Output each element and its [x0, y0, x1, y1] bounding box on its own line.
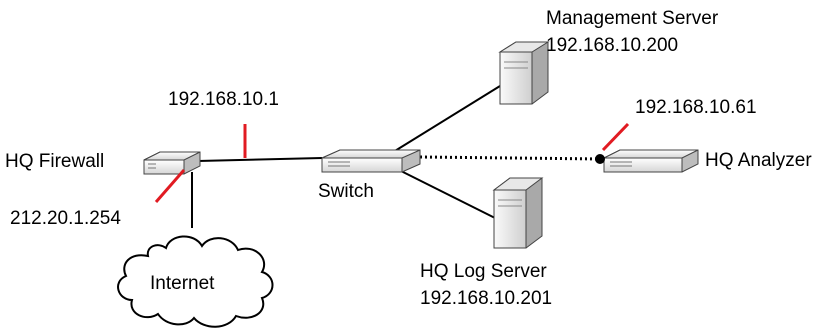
firewall-icon: [143, 151, 201, 175]
hq-log-server-label: HQ Log Server: [420, 261, 547, 282]
firewall-internal-ip: 192.168.10.1: [168, 89, 279, 110]
link-switch-log-server: [394, 167, 496, 219]
switch-icon: [321, 149, 421, 173]
analyzer-ip: 192.168.10.61: [635, 97, 757, 118]
switch-label: Switch: [318, 181, 374, 202]
ip-marker-analyzer: [601, 122, 630, 152]
firewall-external-ip: 212.20.1.254: [10, 208, 121, 229]
internet-label: Internet: [150, 273, 215, 294]
hq-firewall-label: HQ Firewall: [5, 151, 105, 172]
links: [191, 85, 605, 228]
hq-log-server-ip: 192.168.10.201: [420, 288, 553, 309]
analyzer-icon: [603, 149, 699, 173]
link-switch-analyzer: [419, 155, 605, 161]
analyzer-port-dot: [595, 154, 605, 164]
hq-analyzer-label: HQ Analyzer: [705, 150, 812, 171]
ip-markers: [154, 122, 630, 203]
management-server-icon: [498, 41, 550, 105]
management-server-label: Management Server: [546, 8, 719, 29]
management-server-ip: 192.168.10.200: [546, 35, 679, 56]
link-switch-management-server: [389, 85, 501, 155]
link-firewall-switch: [197, 157, 323, 162]
internet-cloud-icon: [117, 235, 274, 328]
ip-marker-firewall-external: [154, 169, 186, 203]
log-server-icon: [492, 177, 544, 249]
